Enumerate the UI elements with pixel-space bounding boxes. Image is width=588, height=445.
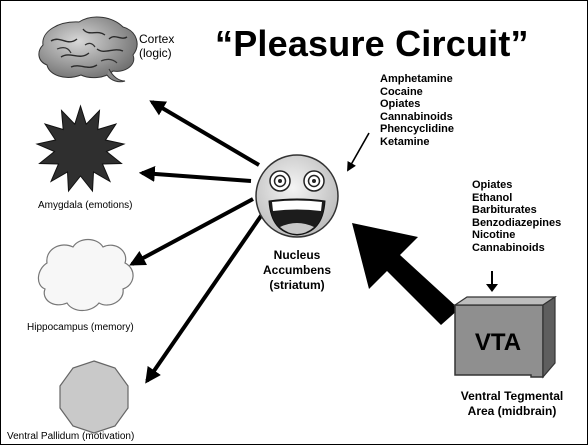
cortex-detail: (logic) xyxy=(139,46,174,60)
drug-item: Opiates xyxy=(472,179,561,192)
drug-item: Cocaine xyxy=(380,86,454,99)
amygdala-star-icon xyxy=(37,106,124,191)
drug-item: Phencyclidine xyxy=(380,123,454,136)
drug-item: Cannabinoids xyxy=(472,242,561,255)
vta-line-1: Ventral Tegmental xyxy=(437,389,587,404)
page-title: “Pleasure Circuit” xyxy=(215,23,529,65)
brain-icon xyxy=(39,17,137,82)
drug-item: Cannabinoids xyxy=(380,111,454,124)
amygdala-label: Amygdala (emotions) xyxy=(38,200,132,211)
cortex-label: Cortex (logic) xyxy=(139,32,174,60)
drug-item: Ketamine xyxy=(380,136,454,149)
nucleus-line-2: Accumbens xyxy=(242,263,352,278)
drug-item: Amphetamine xyxy=(380,73,454,86)
drug-item: Ethanol xyxy=(472,192,561,205)
vta-to-nucleus-arrow xyxy=(352,223,459,325)
nucleus-line-1: Nucleus xyxy=(242,248,352,263)
vta-drug-list: Opiates Ethanol Barbiturates Benzodiazep… xyxy=(472,179,561,254)
hippocampus-label: Hippocampus (memory) xyxy=(27,322,134,333)
nucleus-drug-list: Amphetamine Cocaine Opiates Cannabinoids… xyxy=(380,73,454,148)
nucleus-face-icon xyxy=(256,155,338,237)
vta-label: Ventral Tegmental Area (midbrain) xyxy=(437,389,587,419)
drug-pointer-arrow xyxy=(348,133,369,170)
vta-line-2: Area (midbrain) xyxy=(437,404,587,419)
cortex-name: Cortex xyxy=(139,32,174,46)
drug-item: Benzodiazepines xyxy=(472,217,561,230)
pallidum-label: Ventral Pallidum (motivation) xyxy=(7,431,134,442)
drug-item: Opiates xyxy=(380,98,454,111)
nucleus-label: Nucleus Accumbens (striatum) xyxy=(242,248,352,293)
drug-item: Barbiturates xyxy=(472,204,561,217)
vta-box-label: VTA xyxy=(475,329,521,356)
vta-drug-pointer-arrow xyxy=(486,271,498,292)
nucleus-line-3: (striatum) xyxy=(242,278,352,293)
pallidum-decagon-icon xyxy=(60,361,128,433)
hippocampus-cloud-icon xyxy=(38,240,133,311)
projection-arrows xyxy=(132,102,263,381)
drug-item: Nicotine xyxy=(472,229,561,242)
